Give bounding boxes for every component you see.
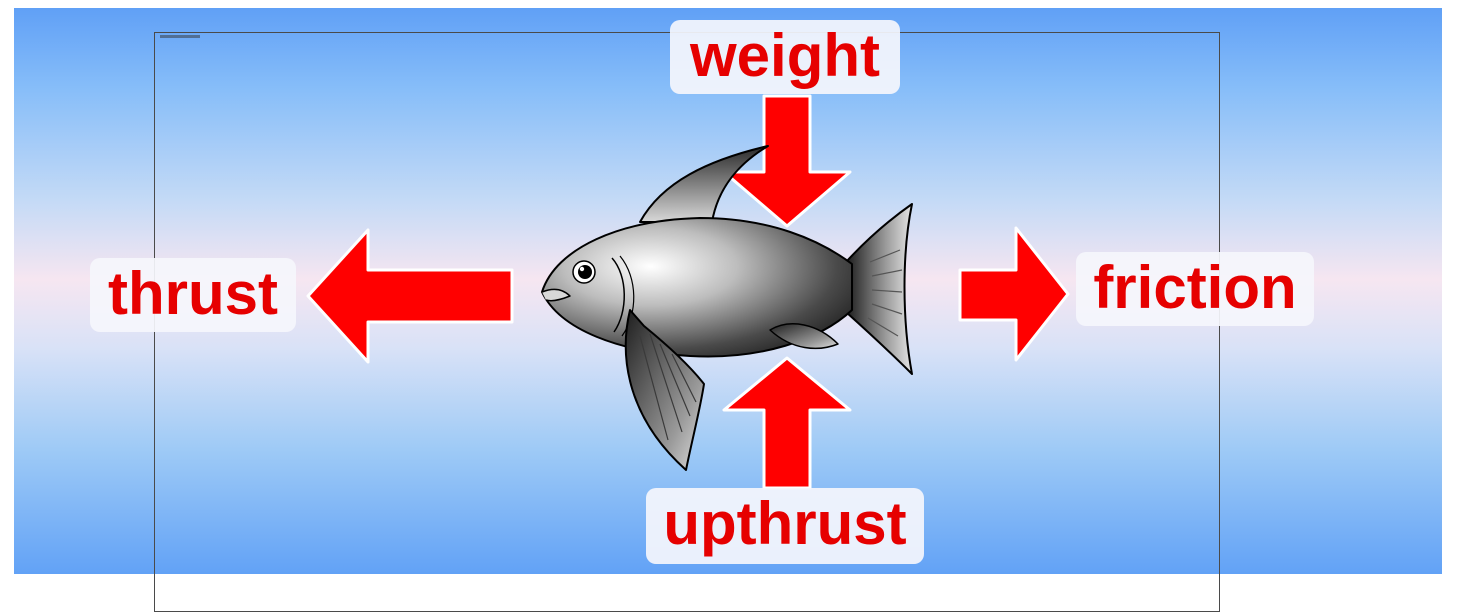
weight-label: weight bbox=[670, 20, 900, 94]
thrust-arrow bbox=[308, 230, 512, 362]
upthrust-arrow bbox=[724, 358, 850, 488]
fish-icon bbox=[542, 146, 912, 470]
upthrust-label: upthrust bbox=[646, 488, 924, 564]
thrust-label: thrust bbox=[90, 258, 296, 332]
friction-arrow bbox=[960, 228, 1068, 360]
friction-label: friction bbox=[1076, 252, 1314, 326]
